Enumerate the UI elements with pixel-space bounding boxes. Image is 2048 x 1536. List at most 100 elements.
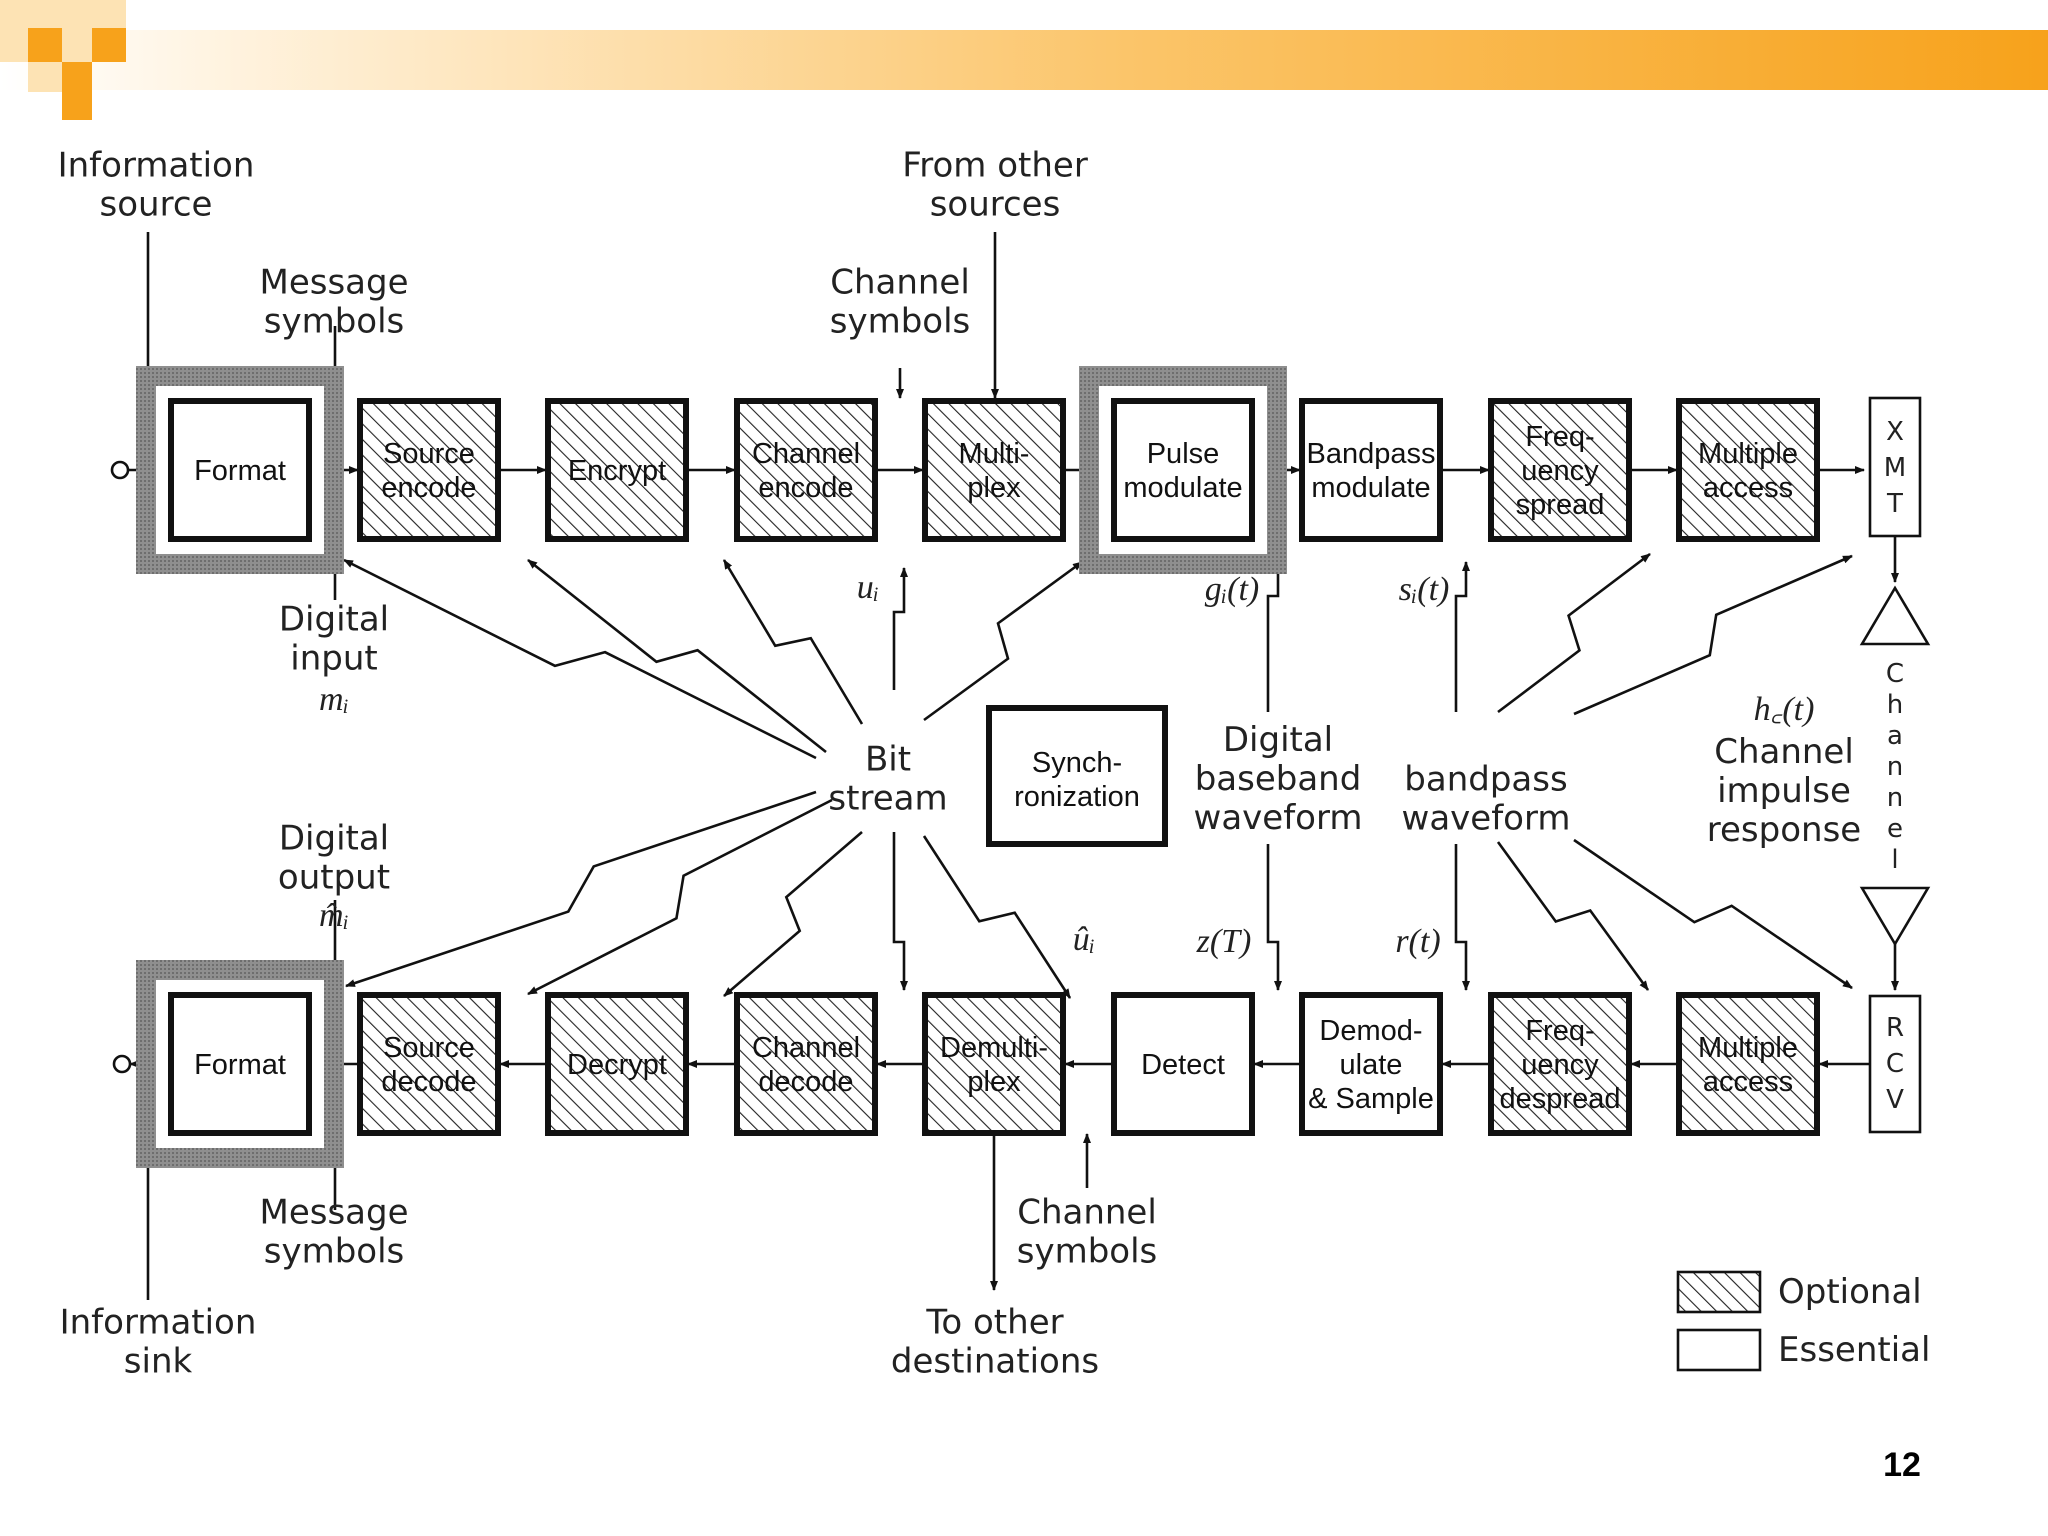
h-c-symbol: h꜀(t): [1754, 691, 1815, 728]
rx-block-channel-decode: [734, 992, 878, 1136]
tx-block-source-encode: [357, 398, 501, 542]
legend-label-optional: Optional: [1778, 1272, 1922, 1312]
waveform-to-freq-despread-bolt: [1496, 841, 1650, 991]
r-t-symbol: r(t): [1395, 923, 1440, 960]
g-i-symbol: gᵢ(t): [1205, 571, 1259, 608]
tx-block-pulse-modulate: [1111, 398, 1255, 542]
xmt-letter: T: [1886, 489, 1903, 519]
rx-output-terminal: [112, 1054, 132, 1074]
rx-block-decrypt-label: Decrypt: [567, 1049, 667, 1081]
channel-vertical-letter: C: [1886, 659, 1904, 689]
channel-to-rx-multiple-access-bolt: [1573, 838, 1853, 990]
bitstream-to-pulse-modulate-bolt: [923, 560, 1083, 722]
channel-vertical-letter: n: [1887, 783, 1903, 813]
z-t-symbol: z(T): [1196, 923, 1252, 960]
tx-block-encrypt: [545, 398, 689, 542]
legend-swatch-optional: [1676, 1270, 1762, 1314]
xmt-letter: X: [1886, 417, 1904, 447]
rx-block-detect: [1111, 992, 1255, 1136]
rcv-box: [1868, 994, 1922, 1134]
xmt-letter: M: [1884, 453, 1906, 483]
bitstream-to-decrypt-bolt: [527, 798, 833, 996]
tx-block-bandpass-modulate: [1299, 398, 1443, 542]
m-hat-symbol: m̂ᵢ: [319, 897, 349, 934]
legend-swatch-essential: [1676, 1328, 1762, 1372]
orange-squares-logo: [0, 0, 126, 120]
rcv-letter: V: [1886, 1085, 1904, 1115]
tx-block-channel-encode: [734, 398, 878, 542]
channel-vertical-letter: l: [1891, 845, 1898, 875]
u-i-arrow: [892, 567, 908, 690]
rx-block-detect-label: Detect: [1141, 1049, 1225, 1081]
rx-block-source-decode: [357, 992, 501, 1136]
z-t-arrow: [1266, 844, 1282, 991]
tx-block-multi-plex-label: Multi-plex: [959, 438, 1030, 504]
rx-block-demod-ulate-sample-label: Demod-ulate& Sample: [1308, 1015, 1434, 1115]
s-i-arrow: [1454, 561, 1470, 712]
bitstream-to-source-decode-bolt: [345, 790, 817, 988]
bitstream-to-channel-decode-bolt: [723, 831, 863, 997]
tx-block-freq-uency-spread: [1488, 398, 1632, 542]
sync-block-label: Synch-ronization: [1014, 747, 1140, 813]
tx-antenna-icon: [1859, 585, 1931, 646]
rx-block-demulti-plex: [922, 992, 1066, 1136]
rx-block-freq-uency-despread: [1488, 992, 1632, 1136]
legend-label-essential: Essential: [1778, 1330, 1930, 1370]
rcv-letter: C: [1886, 1049, 1904, 1079]
rx-block-decrypt: [545, 992, 689, 1136]
u-i-symbol: uᵢ: [857, 569, 879, 606]
m-i-symbol: mᵢ: [319, 681, 349, 718]
tx-block-multiple-access: [1676, 398, 1820, 542]
bitstream-to-demultiplex-bolt: [922, 835, 1072, 999]
xmt-box: [1868, 396, 1922, 538]
channel-vertical-letter: h: [1887, 690, 1903, 720]
tx-input-terminal: [110, 460, 130, 480]
sync-block: [986, 705, 1168, 847]
bitstream-to-channel-encode-bolt: [722, 559, 864, 725]
s-i-symbol: sᵢ(t): [1399, 571, 1450, 608]
r-t-arrow: [1454, 844, 1470, 991]
channel-to-multiple-access-bolt: [1573, 554, 1853, 716]
waveform-to-freq-spread-bolt: [1497, 552, 1651, 714]
header-band: [0, 30, 2048, 90]
bitstream-to-encrypt-bolt: [527, 558, 827, 754]
rx-block-format-label: Format: [194, 1049, 286, 1081]
tx-block-format: [168, 398, 312, 542]
tx-block-encrypt-label: Encrypt: [568, 455, 666, 487]
channel-vertical-letter: n: [1887, 752, 1903, 782]
rx-antenna-icon: [1859, 886, 1931, 947]
u-hat-arrow: [892, 832, 908, 991]
rx-block-multiple-access: [1676, 992, 1820, 1136]
rx-block-demod-ulate-sample: [1299, 992, 1443, 1136]
tx-block-multi-plex: [922, 398, 1066, 542]
rcv-letter: R: [1886, 1013, 1904, 1043]
rx-block-format: [168, 992, 312, 1136]
page-number: 12: [1883, 1446, 1921, 1484]
